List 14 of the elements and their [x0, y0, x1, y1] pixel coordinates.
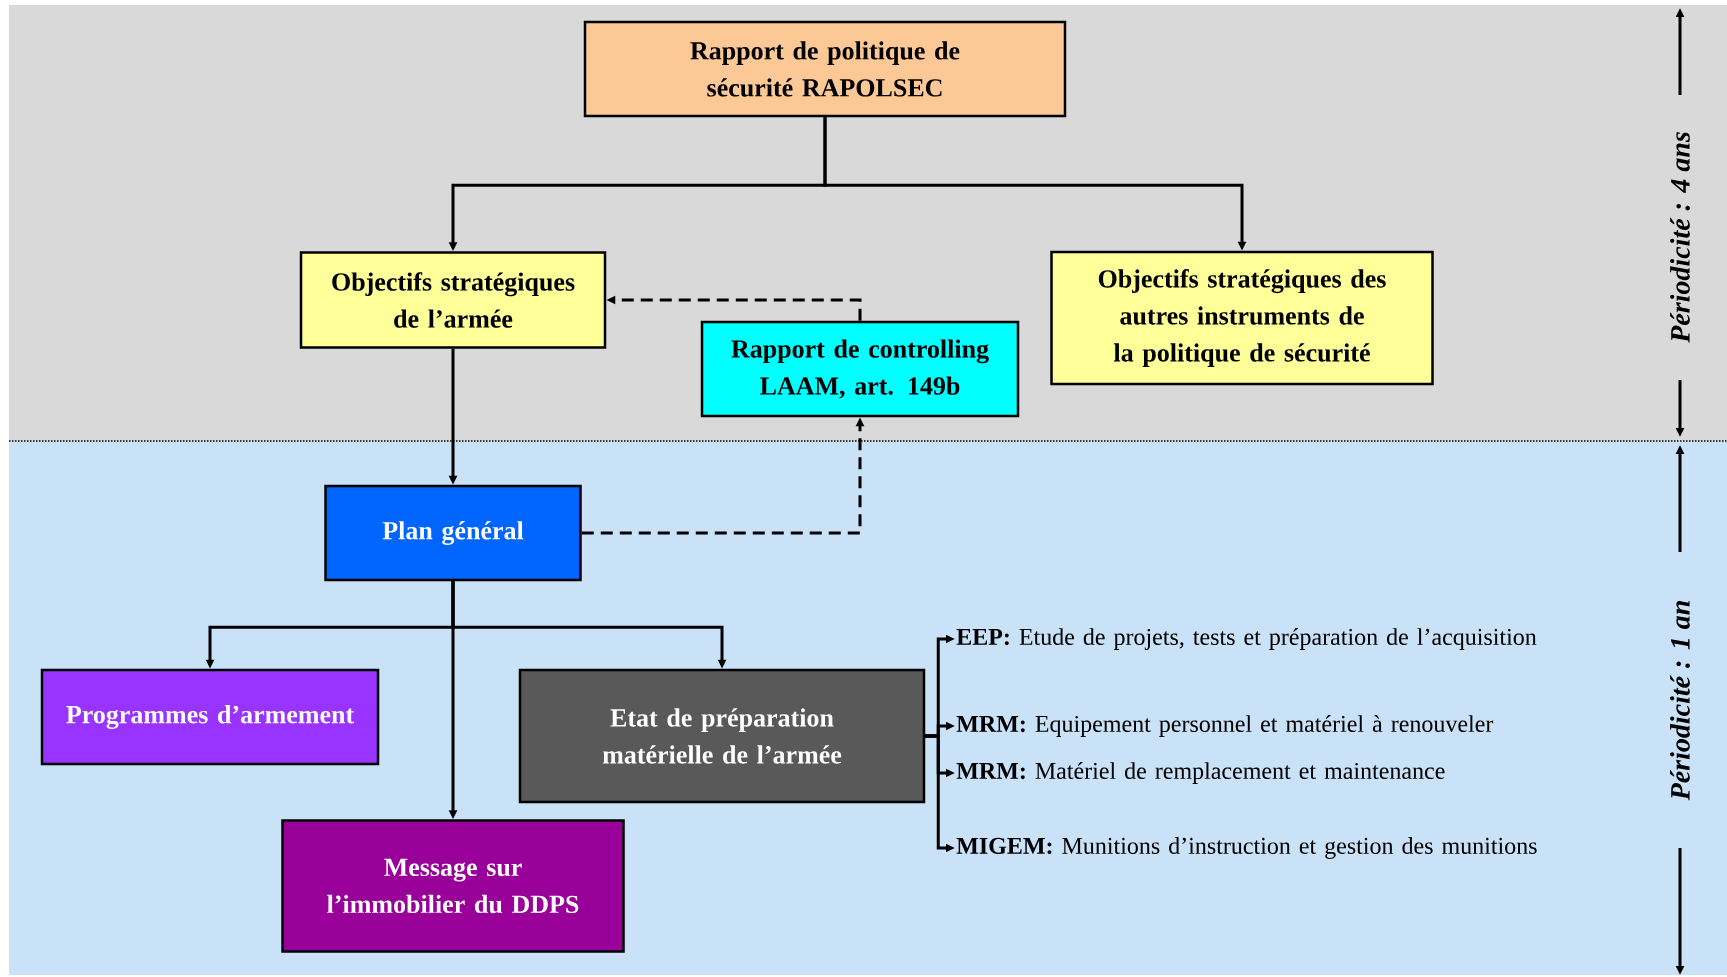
process-box: Rapport de politique de sécurité RAPOLSEC — [583, 20, 1067, 118]
process-box: Objectifs stratégiques des autres instruments de la politique de sécurité — [1050, 250, 1434, 386]
period-label: Périodicité : 4 ans — [1670, 132, 1690, 343]
period-label: Périodicité : 1 an — [1670, 601, 1690, 801]
process-box: Objectifs stratégiques de l’armée — [299, 251, 607, 349]
list-item: EEP: Etude de projets, tests et préparation de l’acquisition — [956, 628, 1537, 650]
process-box: Plan général — [324, 484, 582, 582]
process-box: Rapport de controlling LAAM, art. 149b — [700, 320, 1020, 418]
process-box: Programmes d’armement — [40, 668, 380, 766]
list-item: MRM: Matériel de remplacement et maintenance — [956, 762, 1445, 784]
process-box: Etat de préparation matérielle de l’armée — [518, 668, 926, 804]
list-item: MRM: Equipement personnel et matériel à renouveler — [956, 715, 1494, 737]
process-box: Message sur l’immobilier du DDPS — [281, 819, 625, 953]
list-item: MIGEM: Munitions d’instruction et gestion des munitions — [956, 837, 1537, 859]
